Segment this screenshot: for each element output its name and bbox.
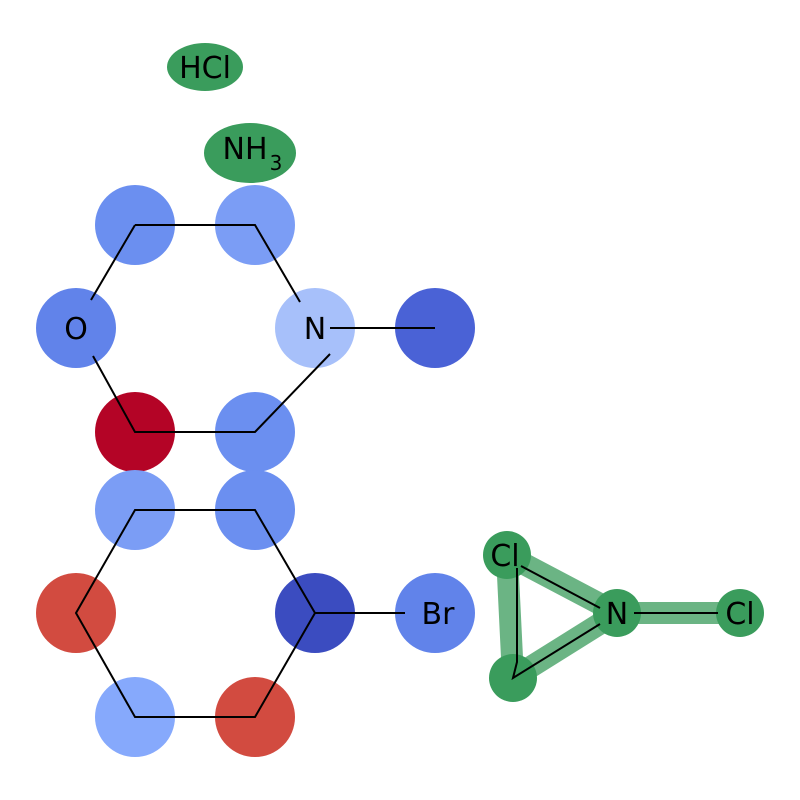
- atom-highlight: [593, 589, 641, 637]
- atom-highlight: [483, 531, 531, 579]
- oxygen-label: O: [64, 312, 88, 347]
- chloramine-bonds: [511, 565, 718, 681]
- benzene-ring-bonds: [74, 509, 317, 718]
- chloramine-nitrogen-label: N: [606, 597, 628, 632]
- ammonia-highlight: [204, 123, 296, 183]
- atom-highlight: [395, 573, 475, 653]
- chlorine-top-label: Cl: [490, 539, 519, 574]
- chloramine-fragment: Cl N Cl: [483, 531, 764, 702]
- chlorine-right-label: Cl: [725, 597, 754, 632]
- atom-highlight: [275, 288, 355, 368]
- hcl-reagent: HCl: [167, 43, 243, 91]
- atom-highlight: [36, 288, 116, 368]
- ammonia-subscript: 3: [270, 151, 283, 175]
- bromine-label: Br: [422, 597, 456, 632]
- bromobenzene-fragment: Br: [36, 470, 475, 757]
- atom-highlight: [716, 589, 764, 637]
- morpholine-fragment: O N: [36, 185, 475, 472]
- hcl-label: HCl: [179, 51, 231, 86]
- ammonia-label: NH: [223, 132, 268, 167]
- hcl-highlight: [167, 43, 243, 91]
- nitrogen-label: N: [304, 312, 326, 347]
- ammonia-reagent: NH 3: [204, 123, 296, 183]
- morpholine-bonds: [90, 224, 435, 433]
